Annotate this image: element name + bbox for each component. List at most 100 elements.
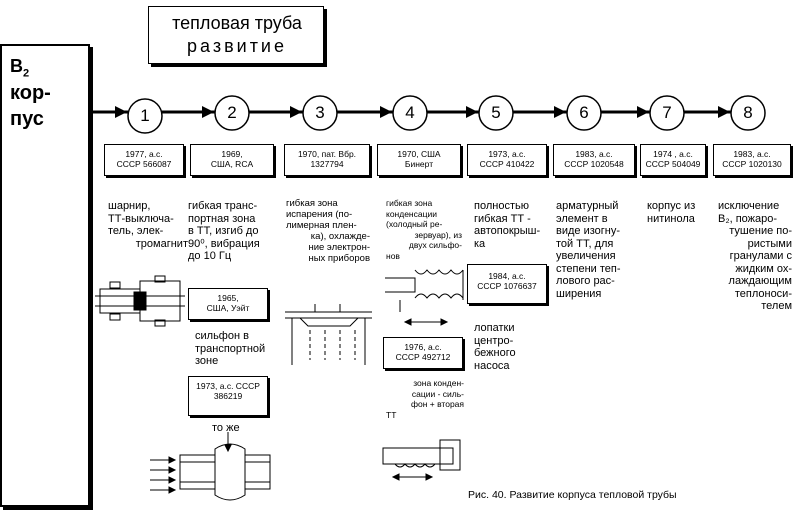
desc-1-line-4: тромагнит [135,237,188,250]
circle-label-2: 2 [227,103,237,122]
desc-7-line-1: корпус из [647,200,696,212]
ref-2b-line-2: США, Уэйт [206,303,250,313]
ref-6-line-2: СССР 1020548 [564,159,624,169]
desc-2c: то же [212,422,240,434]
ref-3-line-2: 1327794 [310,159,344,169]
circle-label-3: 3 [315,103,325,122]
circle-label-6: 6 [579,103,589,122]
ref-box-7: 1974 , а.с.СССР 504049 [640,144,706,176]
arrow-head-7 [637,106,649,118]
desc-1: шарнир,ТТ-выключа-тель, элек-тромагнит [108,200,188,250]
arrow-head-3 [290,106,302,118]
desc-3-line-1: гибкая зона [286,198,338,209]
circle-2 [214,95,250,131]
arrow-heads [115,106,730,118]
desc-8-line-5: гранулами с [729,250,792,262]
ref-5-line-2: СССР 410422 [479,159,535,169]
ref-box-6: 1983, а.с.СССР 1020548 [553,144,635,176]
desc-5b-line-3: бежного [474,347,516,359]
arrow-head-2 [202,106,214,118]
sketch-bellows-4b [382,439,461,481]
desc-4-line-6: нов [386,250,400,261]
arrow-head-5 [466,106,478,118]
ref-5b-line-2: СССР 1076637 [477,281,537,291]
desc-8-line-9: телем [761,300,792,312]
desc-5b-line-1: лопатки [474,322,515,334]
circle-3 [302,95,338,131]
desc-2-line-1: гибкая транс- [188,200,258,212]
circle-label-4: 4 [405,103,415,122]
circle-4 [392,95,428,131]
ref-1-line-2: СССР 566087 [116,159,172,169]
desc-1-line-3: тель, элек- [108,225,164,237]
figure-caption: Рис. 40. Развитие корпуса тепловой трубы [468,489,677,501]
circle-label-5: 5 [491,103,501,122]
desc-6-line-2: элемент в [556,212,608,225]
sketch-bellows-2 [150,432,271,501]
sketch-evaporator-3 [285,304,372,365]
ref-3-line-1: 1970, пат. Вбр. [297,149,357,159]
desc-4b-line-3: фон + вторая [410,399,464,409]
arrow-head-8 [718,106,730,118]
ref-4b-line-2: СССР 492712 [395,352,451,362]
ref-4b-line-1: 1976, а.с. [404,342,442,352]
desc-3-line-6: ных приборов [308,253,370,264]
desc-4-line-3: (холодный ре- [386,219,443,229]
title-line-1: тепловая труба [172,13,302,33]
circle-label-1: 1 [140,106,150,125]
ref-2c-line-2: 386219 [213,391,243,401]
desc-2b-line-2: транспортной [195,342,266,355]
desc-2-line-2: портная зона [188,212,256,225]
desc-2-line-5: до 10 Гц [188,250,232,262]
desc-3-line-3: лимерная плен- [286,220,357,231]
desc-1-line-1: шарнир, [108,200,151,212]
circle-label-7: 7 [662,103,672,122]
circle-6 [566,95,602,131]
desc-8-line-1: исключение [718,200,780,212]
ref-box-5b: 1984, а.с.СССР 1076637 [467,264,547,304]
desc-3-line-2: испарения (по- [286,209,353,220]
desc-4-line-4: зервуар), из [414,229,462,240]
circle-label-8: 8 [743,103,753,122]
title-line-2: развитие [187,36,287,56]
ref-box-5: 1973, а.с.СССР 410422 [467,144,547,176]
ref-box-8: 1983, а.с.СССР 1020130 [713,144,791,176]
desc-4-line-1: гибкая зона [386,198,433,208]
desc-8-line-7: лаждающим [728,275,792,287]
desc-6-line-3: виде изогну- [556,225,621,237]
desc-6-line-1: арматурный [556,200,619,212]
desc-6-line-5: увеличения [556,250,616,262]
side-line-2: пус [10,108,44,130]
ref-8-line-2: СССР 1020130 [722,159,782,169]
ref-1-line-1: 1977, а.с. [125,149,163,159]
desc-8-line-2: В₂, пожаро- [718,212,778,225]
desc-4-line-5: двух сильфо- [408,240,462,250]
desc-4b-line-2: сации - силь- [411,388,464,399]
step-circles [127,95,766,134]
desc-6-line-8: ширения [556,287,602,300]
ref-2c-line-1: 1973, а.с. СССР [196,381,260,391]
sketch-hinge-1 [95,275,185,327]
ref-box-2b: 1965,США, Уэйт [188,288,268,320]
ref-6-line-1: 1983, а.с. [575,149,613,159]
desc-5-line-1: полностью [474,200,529,212]
desc-5b-line-2: центро- [474,334,514,347]
desc-5-line-2: гибкая ТТ - [474,212,531,225]
desc-3-line-4: ка), охлажде- [310,231,370,242]
desc-1-line-2: ТТ-выключа- [108,212,174,225]
desc-5-line-3: автопокрыш- [474,225,541,237]
ref-box-4b: 1976, а.с.СССР 492712 [383,337,463,369]
ref-2b-line-1: 1965, [217,293,239,303]
ref-box-1: 1977, а.с.СССР 566087 [104,144,184,176]
ref-2-line-1: 1969, [221,149,243,159]
